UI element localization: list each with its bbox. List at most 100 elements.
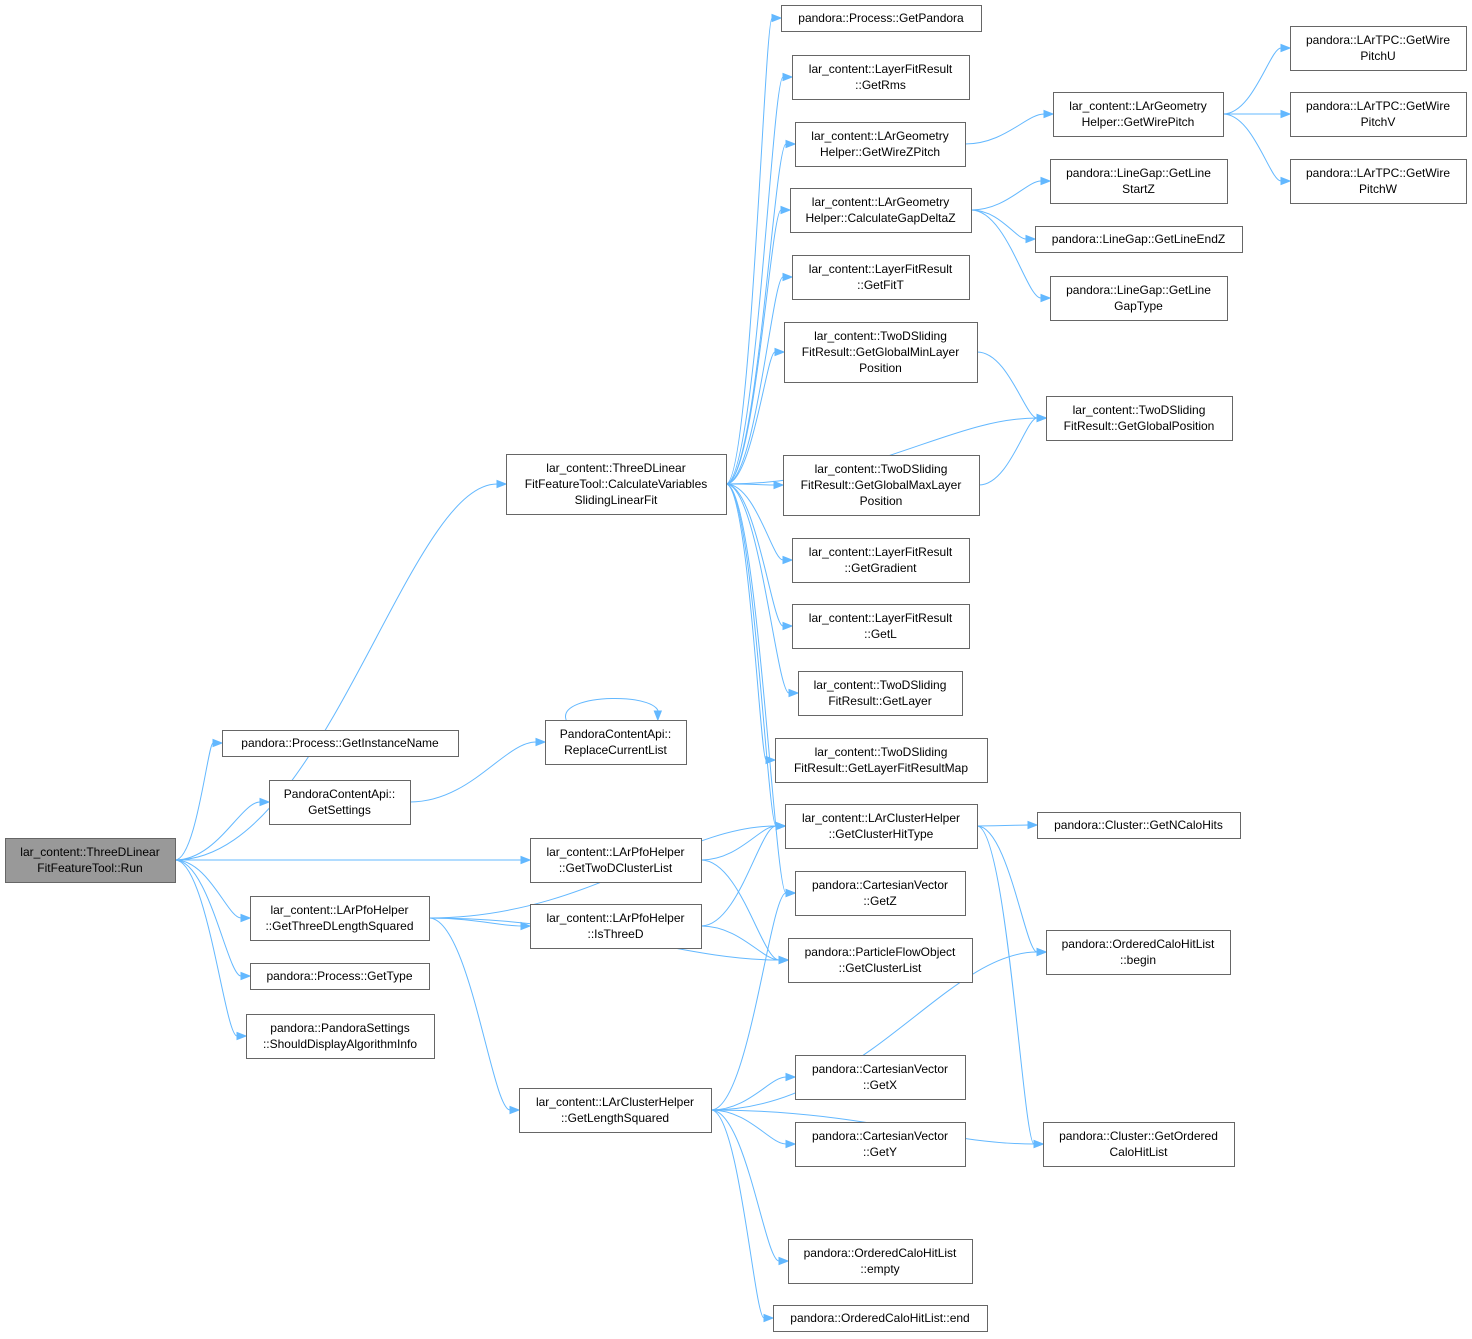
edge-cgdz-lsz xyxy=(970,180,1042,211)
node-box xyxy=(773,1305,988,1332)
node-label-line: pandora::Process::GetType xyxy=(266,969,412,983)
node-g3dl[interactable]: lar_content::LArPfoHelper::GetThreeDLeng… xyxy=(250,896,430,941)
edge-lensq-end xyxy=(710,1109,765,1319)
edge-lensq-gety xyxy=(710,1109,787,1145)
arrowhead xyxy=(496,479,508,489)
node-gp[interactable]: pandora::Process::GetPandora xyxy=(781,5,982,32)
node-label-line: ::GetClusterHitType xyxy=(829,827,934,841)
node-box xyxy=(545,720,687,765)
arrowhead xyxy=(785,1072,797,1082)
node-label-line: PitchW xyxy=(1359,182,1398,196)
edge-csl-fitt xyxy=(725,276,784,485)
node-gtype[interactable]: pandora::Process::GetType xyxy=(250,963,430,990)
node-gset[interactable]: PandoraContentApi::GetSettings xyxy=(269,780,411,825)
node-wzp[interactable]: lar_content::LArGeometryHelper::GetWireZ… xyxy=(795,122,966,167)
node-label-line: PandoraContentApi:: xyxy=(560,727,671,741)
edge-csl-ght xyxy=(725,483,777,827)
node-csl[interactable]: lar_content::ThreeDLinearFitFeatureTool:… xyxy=(506,454,727,515)
node-rms[interactable]: lar_content::LayerFitResult::GetRms xyxy=(792,55,970,100)
node-gpos[interactable]: lar_content::TwoDSlidingFitResult::GetGl… xyxy=(1046,396,1233,441)
node-label-line: lar_content::LayerFitResult xyxy=(809,611,953,625)
node-lensq[interactable]: lar_content::LArClusterHelper::GetLength… xyxy=(519,1088,712,1133)
node-box xyxy=(775,738,988,783)
arrowhead xyxy=(240,971,252,981)
arrowhead xyxy=(778,1256,790,1266)
node-box xyxy=(1046,396,1233,441)
node-fitt[interactable]: lar_content::LayerFitResult::GetFitT xyxy=(792,255,970,300)
node-empty[interactable]: pandora::OrderedCaloHitList::empty xyxy=(788,1239,973,1284)
node-box xyxy=(506,454,727,515)
node-ncalo[interactable]: pandora::Cluster::GetNCaloHits xyxy=(1037,812,1241,839)
node-gin[interactable]: pandora::Process::GetInstanceName xyxy=(222,730,459,757)
node-gmaxl[interactable]: lar_content::TwoDSlidingFitResult::GetGl… xyxy=(783,455,980,516)
node-box xyxy=(1290,26,1467,71)
arrowhead xyxy=(782,272,794,282)
edge-rcl-rcl xyxy=(565,697,659,721)
node-box xyxy=(785,804,978,849)
node-lez[interactable]: pandora::LineGap::GetLineEndZ xyxy=(1035,226,1243,253)
node-box xyxy=(792,55,970,100)
node-label-line: ::GetFitT xyxy=(857,278,904,292)
node-label-line: pandora::LineGap::GetLineEndZ xyxy=(1052,232,1225,246)
node-label-line: Helper::GetWireZPitch xyxy=(820,145,940,159)
node-getx[interactable]: pandora::CartesianVector::GetX xyxy=(795,1055,966,1100)
node-getl[interactable]: lar_content::LayerFitResult::GetL xyxy=(792,604,970,649)
node-gety[interactable]: pandora::CartesianVector::GetY xyxy=(795,1122,966,1167)
arrowhead xyxy=(1027,820,1039,830)
node-label-line: ::GetTwoDClusterList xyxy=(559,861,673,875)
node-lfrm[interactable]: lar_content::TwoDSlidingFitResult::GetLa… xyxy=(775,738,988,783)
edge-cgdz-lgt xyxy=(970,209,1042,299)
arrowhead xyxy=(775,821,787,831)
node-label-line: PitchU xyxy=(1360,49,1395,63)
node-box xyxy=(1037,812,1241,839)
node-ght[interactable]: lar_content::LArClusterHelper::GetCluste… xyxy=(785,804,978,849)
node-box xyxy=(1050,276,1228,321)
node-layer[interactable]: lar_content::TwoDSlidingFitResult::GetLa… xyxy=(798,671,963,716)
arrowhead xyxy=(788,688,800,698)
node-box xyxy=(795,871,966,916)
node-label-line: CaloHitList xyxy=(1109,1145,1168,1159)
node-box xyxy=(795,1055,966,1100)
node-gtwod[interactable]: lar_content::LArPfoHelper::GetTwoDCluste… xyxy=(530,838,702,883)
node-run[interactable]: lar_content::ThreeDLinearFitFeatureTool:… xyxy=(5,838,176,883)
node-rcl[interactable]: PandoraContentApi::ReplaceCurrentList xyxy=(545,720,687,765)
edge-lensq-getz xyxy=(710,892,787,1111)
node-grad[interactable]: lar_content::LayerFitResult::GetGradient xyxy=(792,538,970,583)
node-label-line: lar_content::LArGeometry xyxy=(811,129,948,143)
node-box xyxy=(784,322,978,383)
node-wp[interactable]: lar_content::LArGeometryHelper::GetWireP… xyxy=(1053,92,1224,137)
arrowhead xyxy=(1040,176,1052,186)
node-label-line: ::GetGradient xyxy=(844,561,917,575)
node-label-line: lar_content::ThreeDLinear xyxy=(546,461,685,475)
arrowhead xyxy=(212,738,224,748)
node-label-line: GetSettings xyxy=(308,803,371,817)
node-label-line: FitResult::GetGlobalMinLayer xyxy=(802,345,959,359)
node-end[interactable]: pandora::OrderedCaloHitList::end xyxy=(773,1305,988,1332)
node-cgdz[interactable]: lar_content::LArGeometryHelper::Calculat… xyxy=(790,188,972,233)
node-label-line: GapType xyxy=(1114,299,1163,313)
node-box xyxy=(250,896,430,941)
node-sdai[interactable]: pandora::PandoraSettings::ShouldDisplayA… xyxy=(246,1014,435,1059)
arrowhead xyxy=(259,797,271,807)
node-is3d[interactable]: lar_content::LArPfoHelper::IsThreeD xyxy=(530,904,702,949)
node-gminl[interactable]: lar_content::TwoDSlidingFitResult::GetGl… xyxy=(784,322,978,383)
edge-csl-rms xyxy=(725,76,784,485)
edge-csl-gminl xyxy=(725,351,776,485)
node-box xyxy=(519,1088,712,1133)
edge-csl-gp xyxy=(725,17,773,485)
node-pfocl[interactable]: pandora::ParticleFlowObject::GetClusterL… xyxy=(788,938,973,983)
arrowhead xyxy=(520,921,532,931)
node-label-line: lar_content::TwoDSliding xyxy=(815,462,948,476)
arrowhead xyxy=(773,480,785,490)
edge-wp-pu xyxy=(1222,47,1282,115)
node-label-line: PitchV xyxy=(1361,115,1396,129)
node-begin[interactable]: pandora::OrderedCaloHitList::begin xyxy=(1046,930,1231,975)
node-getz[interactable]: pandora::CartesianVector::GetZ xyxy=(795,871,966,916)
arrowhead xyxy=(520,855,532,865)
